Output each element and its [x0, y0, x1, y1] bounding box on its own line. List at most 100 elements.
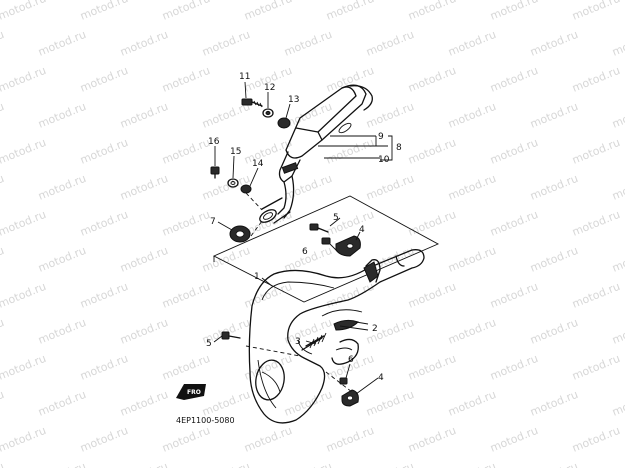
- watermark-text: motod.ru: [0, 352, 48, 383]
- watermark-text: motod.ru: [570, 0, 622, 23]
- watermark-text: motod.ru: [406, 208, 458, 239]
- watermark-text: motod.ru: [282, 316, 334, 347]
- watermark-text: motod.ru: [282, 172, 334, 203]
- watermark-text: motod.ru: [406, 136, 458, 167]
- callout-4-upper: 4: [359, 225, 365, 235]
- watermark-text: motod.ru: [488, 0, 540, 23]
- gasket-7: [229, 225, 251, 243]
- watermark-text: motod.ru: [528, 460, 580, 468]
- watermark-text: motod.ru: [446, 388, 498, 419]
- watermark-text: motod.ru: [446, 28, 498, 59]
- watermark-text: motod.ru: [488, 424, 540, 455]
- watermark-text: motod.ru: [406, 64, 458, 95]
- watermark-text: motod.ru: [282, 28, 334, 59]
- watermark-text: motod.ru: [570, 352, 622, 383]
- front-arrow-icon: FRO: [176, 384, 206, 400]
- watermark-text: motod.ru: [364, 460, 416, 468]
- bolt-11: [241, 98, 263, 108]
- watermark-text: motod.ru: [160, 64, 212, 95]
- silencer: [259, 84, 373, 224]
- watermark-text: motod.ru: [118, 460, 170, 468]
- watermark-text: motod.ru: [406, 0, 458, 23]
- callout-9: 9: [378, 132, 384, 142]
- watermark-text: motod.ru: [324, 136, 376, 167]
- watermark-text: motod.ru: [610, 460, 625, 468]
- watermark-text: motod.ru: [160, 208, 212, 239]
- watermark-text: motod.ru: [406, 280, 458, 311]
- watermark-text: motod.ru: [0, 244, 6, 275]
- watermark-text: motod.ru: [570, 208, 622, 239]
- callout-5-upper: 5: [333, 213, 339, 223]
- watermark-text: motod.ru: [488, 208, 540, 239]
- watermark-text: motod.ru: [0, 0, 48, 23]
- watermark-text: motod.ru: [324, 424, 376, 455]
- watermark-text: motod.ru: [200, 244, 252, 275]
- watermark-text: motod.ru: [364, 28, 416, 59]
- watermark-text: motod.ru: [364, 388, 416, 419]
- watermark-text: motod.ru: [528, 100, 580, 131]
- callout-labels: 1 2 3 4 4 5 5 6 6 7 8 9 10 11 12 13 14 1…: [206, 72, 402, 383]
- watermark-text: motod.ru: [570, 280, 622, 311]
- spring-hook: [331, 338, 359, 365]
- callout-8: 8: [396, 143, 402, 153]
- watermark-text: motod.ru: [0, 172, 6, 203]
- watermark-text: motod.ru: [364, 172, 416, 203]
- watermark-text: motod.ru: [36, 388, 88, 419]
- callout-16: 16: [208, 137, 220, 147]
- callout-6-upper: 6: [302, 247, 308, 257]
- watermark-text: motod.ru: [78, 136, 130, 167]
- watermark-text: motod.ru: [488, 280, 540, 311]
- watermark-text: motod.ru: [610, 244, 625, 275]
- watermark-text: motod.ru: [78, 0, 130, 23]
- callout-6-lower: 6: [348, 355, 354, 365]
- watermark-text: motod.ru: [0, 100, 6, 131]
- watermark-text: motod.ru: [610, 388, 625, 419]
- watermark-text: motod.ru: [118, 100, 170, 131]
- watermark-text: motod.ru: [528, 28, 580, 59]
- watermark-text: motod.ru: [488, 136, 540, 167]
- watermark-text: motod.ru: [610, 28, 625, 59]
- diagram-code: 4EP1100-5080: [176, 416, 235, 425]
- leader-lines: [213, 81, 393, 395]
- watermark-text: motod.ru: [118, 172, 170, 203]
- callout-11: 11: [239, 72, 250, 82]
- watermark-text: motod.ru: [528, 172, 580, 203]
- callout-1: 1: [254, 272, 260, 282]
- watermark-text: motod.ru: [78, 208, 130, 239]
- callout-2: 2: [372, 324, 378, 334]
- front-mark-text: FRO: [187, 389, 201, 396]
- assembly-outline: [212, 195, 440, 303]
- watermark-text: motod.ru: [242, 424, 294, 455]
- watermark-text: motod.ru: [78, 280, 130, 311]
- bolt-6-lower: [339, 377, 348, 385]
- watermark-text: motod.ru: [324, 0, 376, 23]
- watermark-text: motod.ru: [446, 244, 498, 275]
- watermark-text: motod.ru: [78, 64, 130, 95]
- callout-12: 12: [264, 83, 275, 93]
- watermark-text: motod.ru: [528, 244, 580, 275]
- watermark-text: motod.ru: [406, 424, 458, 455]
- watermark-text: motod.ru: [36, 316, 88, 347]
- watermark-text: motod.ru: [324, 208, 376, 239]
- watermark-text: motod.ru: [0, 136, 48, 167]
- spring-3: [301, 332, 327, 351]
- watermark-text: motod.ru: [0, 28, 6, 59]
- callout-13: 13: [288, 95, 299, 105]
- watermark-text: motod.ru: [446, 460, 498, 468]
- watermark-text: motod.ru: [36, 172, 88, 203]
- watermark-text: motod.ru: [488, 352, 540, 383]
- watermark-text: motod.ru: [36, 28, 88, 59]
- bracket-4-upper: [335, 235, 361, 257]
- callout-4-lower: 4: [378, 373, 384, 383]
- washer-15: [227, 178, 239, 188]
- watermark-text: motod.ru: [200, 28, 252, 59]
- watermark-text: motod.ru: [528, 388, 580, 419]
- watermark-text: motod.ru: [570, 136, 622, 167]
- watermark-text: motod.ru: [0, 208, 48, 239]
- collar-12: [262, 108, 274, 118]
- bracket-4-lower: [341, 389, 359, 407]
- watermark-text: motod.ru: [446, 316, 498, 347]
- watermark-text: motod.ru: [488, 64, 540, 95]
- damper-14: [240, 184, 252, 194]
